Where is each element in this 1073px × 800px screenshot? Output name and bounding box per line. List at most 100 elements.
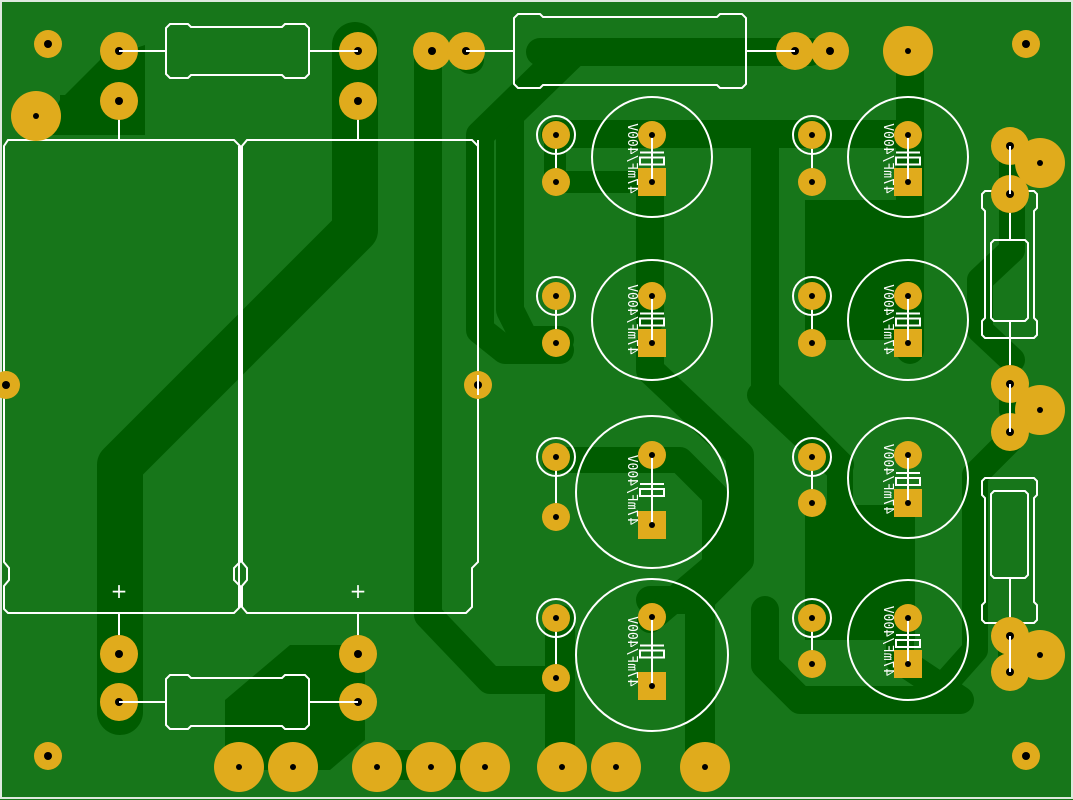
drill-hole <box>905 293 911 299</box>
polarity-marks: + + <box>111 579 367 603</box>
drill-hole <box>649 683 655 689</box>
pad <box>100 82 138 120</box>
terminal-pad <box>460 742 510 792</box>
drill-hole <box>553 615 559 621</box>
drill-hole <box>809 500 815 506</box>
trace <box>967 237 1025 373</box>
resistor-r1-outline <box>165 23 310 79</box>
drill-hole <box>553 293 559 299</box>
drill-hole <box>482 764 488 770</box>
mounting-hole <box>1012 30 1040 58</box>
terminal-pad <box>1015 138 1065 188</box>
drill-hole <box>559 764 565 770</box>
drill-hole <box>905 452 911 458</box>
terminal-pad <box>268 742 318 792</box>
drill-hole <box>553 675 559 681</box>
drill-hole <box>428 764 434 770</box>
capacitor-label: 47mF/400V <box>880 123 895 194</box>
drill-hole <box>905 661 911 667</box>
mounting-hole <box>34 30 62 58</box>
pad <box>339 82 377 120</box>
resistor-r4-body <box>990 239 1029 322</box>
drill-hole <box>809 340 815 346</box>
drill-hole <box>553 454 559 460</box>
drill-hole <box>115 97 123 105</box>
trace <box>225 645 365 770</box>
pad <box>100 635 138 673</box>
terminal-pad <box>537 742 587 792</box>
drill-hole <box>553 132 559 138</box>
capacitor-symbol-plate <box>895 156 921 166</box>
plus-mark-b2: + <box>350 579 367 603</box>
terminal-pad <box>352 742 402 792</box>
drill-hole <box>374 764 380 770</box>
drill-hole <box>826 47 834 55</box>
capacitor-outline <box>847 96 969 218</box>
drill-hole <box>553 179 559 185</box>
drill-hole <box>1022 40 1030 48</box>
drill-hole <box>236 764 242 770</box>
capacitor-symbol-plate <box>895 477 921 486</box>
capacitor-label: 47mF/400V <box>880 444 895 515</box>
drill-hole <box>1037 160 1043 166</box>
terminal-pad <box>680 742 730 792</box>
trace <box>542 447 728 633</box>
capacitor-symbol-plate <box>895 317 921 327</box>
capacitor-label: 47mF/400V <box>624 284 639 355</box>
capacitor-label: 47mF/400V <box>624 123 639 194</box>
drill-hole <box>2 381 10 389</box>
drill-hole <box>1022 752 1030 760</box>
drill-hole <box>649 522 655 528</box>
capacitor-outline <box>847 579 969 701</box>
terminal-pad <box>214 742 264 792</box>
drill-hole <box>428 47 436 55</box>
pad <box>811 32 849 70</box>
drill-hole <box>905 132 911 138</box>
drill-hole <box>290 764 296 770</box>
terminal-pad <box>1015 385 1065 435</box>
drill-hole <box>809 132 815 138</box>
capacitor-label: 47mF/400V <box>624 616 639 687</box>
drill-hole <box>809 293 815 299</box>
capacitor-outline <box>575 578 729 732</box>
drill-hole <box>905 179 911 185</box>
drill-hole <box>649 132 655 138</box>
capacitor-outline <box>575 415 729 569</box>
capacitor-c2: 47mF/400V <box>536 259 713 381</box>
drill-hole <box>553 340 559 346</box>
mounting-hole <box>34 742 62 770</box>
trace <box>466 38 579 364</box>
drill-hole <box>905 615 911 621</box>
trace <box>414 38 574 694</box>
drill-hole <box>649 179 655 185</box>
capacitor-outline <box>591 259 713 381</box>
trace <box>922 427 1023 708</box>
trace <box>805 200 915 340</box>
resistor-r3-outline <box>165 674 310 730</box>
resistor-r5-body <box>990 490 1029 579</box>
capacitor-outline <box>591 96 713 218</box>
drill-hole <box>553 514 559 520</box>
capacitor-c8: 47mF/400V <box>792 579 969 701</box>
capacitor-c3: 47mF/400V <box>536 415 729 569</box>
trace <box>747 382 853 533</box>
capacitor-c7: 47mF/400V <box>792 417 969 539</box>
drill-hole <box>354 650 362 658</box>
drill-hole <box>33 113 39 119</box>
mounting-hole <box>0 371 20 399</box>
drill-hole <box>809 661 815 667</box>
capacitor-symbol-plate <box>639 317 665 327</box>
trace <box>97 22 378 723</box>
capacitor-label: 47mF/400V <box>624 455 639 526</box>
drill-hole <box>649 340 655 346</box>
terminal-pad <box>591 742 641 792</box>
drill-hole <box>44 752 52 760</box>
capacitors: 47mF/400V 47mF/400V 47mF/400V 47mF/400V 47mF… <box>536 96 969 732</box>
drill-hole <box>1037 407 1043 413</box>
drill-hole <box>905 340 911 346</box>
drill-hole <box>649 452 655 458</box>
capacitor-c6: 47mF/400V <box>792 259 969 381</box>
drill-hole <box>649 614 655 620</box>
